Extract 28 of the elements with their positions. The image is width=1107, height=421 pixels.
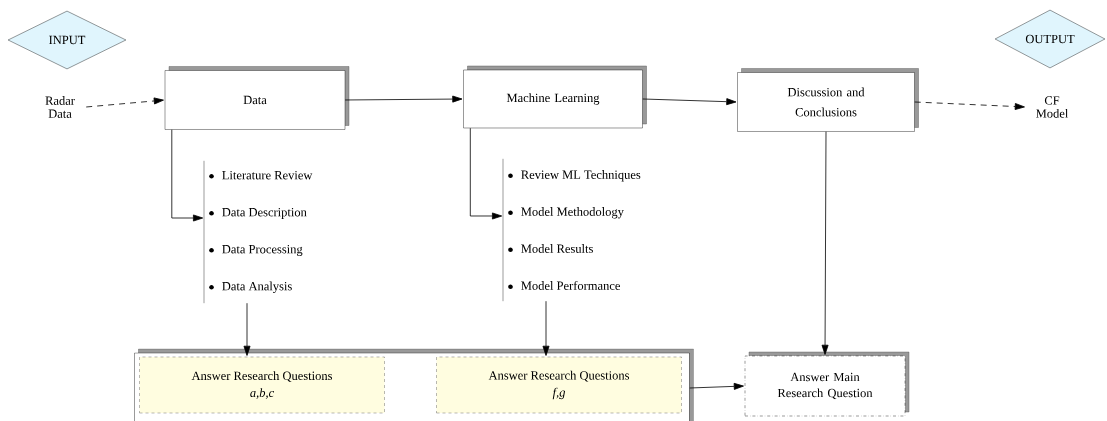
node-label: Data Processing <box>222 245 303 256</box>
node-label: Literature Review <box>222 171 313 180</box>
bullet-list: Review ML Techniques Model Methodology Model Results Model Performance <box>502 158 641 302</box>
arrow <box>914 101 1025 110</box>
node-label: Model Results <box>521 244 593 253</box>
arrow <box>542 300 550 356</box>
text-label: Radar Data <box>45 96 75 118</box>
question-box: Answer Main Research Question <box>744 351 910 417</box>
arrow <box>171 129 204 222</box>
node-label: Data Description <box>222 208 307 219</box>
text-label: CF Model <box>1036 96 1069 118</box>
process-box: Machine Learning <box>463 65 647 129</box>
question-box: Answer Research Questions f,g <box>436 356 682 414</box>
process-box: Data <box>164 66 350 130</box>
question-box: Answer Research Questions a,b,c <box>139 356 385 414</box>
process-box: Discussion and Conclusions <box>737 68 919 132</box>
node-label: Review ML Techniques <box>521 170 641 182</box>
arrow <box>689 382 744 390</box>
node-label: Data Analysis <box>222 281 292 293</box>
arrow <box>243 302 251 356</box>
arrow <box>85 97 164 108</box>
arrow <box>821 131 829 355</box>
bullet-list: Literature Review Data Description Data Processing Data Analysis <box>203 160 313 304</box>
node-label: Model Performance <box>521 280 620 290</box>
arrow <box>642 98 737 106</box>
arrow <box>469 127 503 220</box>
node-label: Model Methodology <box>521 207 624 219</box>
arrow <box>344 95 463 103</box>
